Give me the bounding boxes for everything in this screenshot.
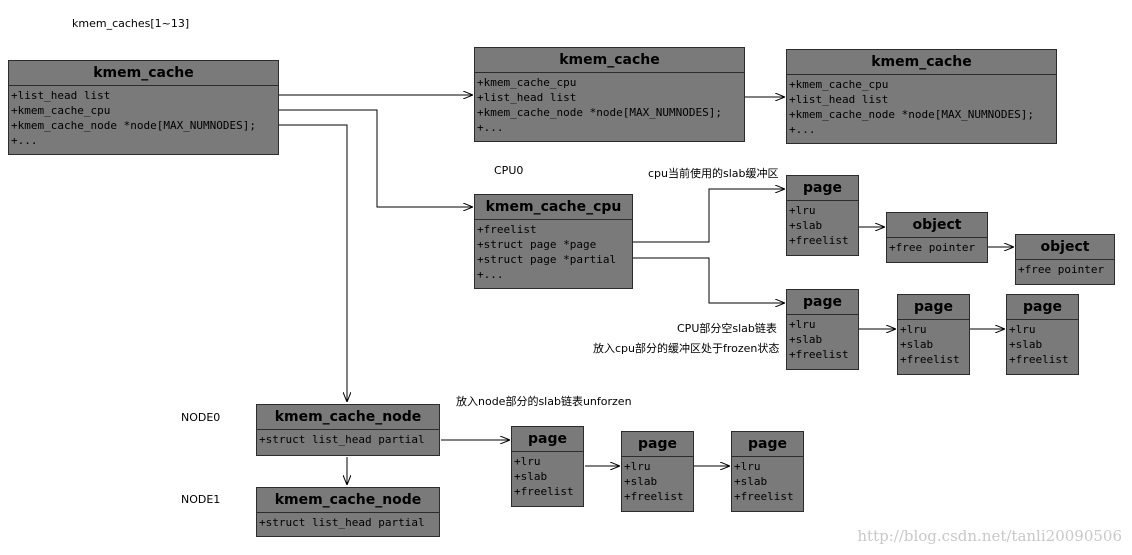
field-lru: +lru	[1009, 323, 1036, 336]
field-kmem-cache-cpu: +kmem_cache_cpu	[11, 104, 111, 117]
page-box-cpu-partial-1: page +lru +slab +freelist	[786, 289, 859, 370]
field-lru: +lru	[900, 323, 927, 336]
cpu0-label: CPU0	[494, 164, 524, 177]
kmem-caches-array-label: kmem_caches[1~13]	[72, 17, 190, 30]
kmem-cache-box-2: kmem_cache +kmem_cache_cpu +list_head li…	[474, 47, 745, 142]
cpu-partial-note: CPU部分空slab链表	[677, 322, 777, 335]
field-kmem-cache-node: +kmem_cache_node *node[MAX_NUMNODES];	[11, 119, 257, 132]
kmem-cache-3-title: kmem_cache	[787, 50, 1056, 75]
field-freelist: +freelist	[624, 490, 684, 503]
field-list-head: +list_head list	[789, 93, 889, 106]
page-box-cpu-current: page +lru +slab +freelist	[786, 175, 859, 256]
page-box-cpu-partial-2: page +lru +slab +freelist	[897, 294, 970, 375]
page-box-node-partial-1: page +lru +slab +freelist	[511, 426, 584, 507]
kmem-cache-cpu-box: kmem_cache_cpu +freelist +struct page *p…	[474, 194, 633, 289]
arrow-cache-to-node0	[278, 124, 347, 402]
field-slab: +slab	[514, 470, 548, 483]
kmem-cache-node-title: kmem_cache_node	[257, 488, 439, 513]
arrow-cache-to-cpu	[278, 109, 473, 207]
page-title: page	[622, 432, 693, 457]
field-slab: +slab	[789, 219, 823, 232]
field-freelist: +freelist	[477, 223, 537, 236]
field-slab: +slab	[1009, 338, 1043, 351]
field-slab: +slab	[900, 338, 934, 351]
field-freelist: +freelist	[789, 348, 849, 361]
field-ellipsis: +...	[477, 121, 504, 134]
page-title: page	[787, 176, 858, 201]
kmem-cache-node-title: kmem_cache_node	[257, 405, 439, 430]
field-kmem-cache-node: +kmem_cache_node *node[MAX_NUMNODES];	[789, 108, 1035, 121]
arrow-cpu-to-page-partial	[633, 257, 785, 303]
kmem-cache-node-box-1: kmem_cache_node +struct list_head partia…	[256, 487, 440, 537]
field-free-pointer: +free pointer	[889, 241, 976, 254]
field-free-pointer: +free pointer	[1018, 263, 1105, 276]
object-title: object	[887, 213, 987, 238]
field-lru: +lru	[514, 455, 541, 468]
field-freelist: +freelist	[900, 353, 960, 366]
object-box-2: object +free pointer	[1015, 234, 1115, 285]
page-title: page	[1007, 295, 1078, 320]
field-lru: +lru	[734, 460, 761, 473]
field-ellipsis: +...	[11, 134, 38, 147]
kmem-cache-node-box-0: kmem_cache_node +struct list_head partia…	[256, 404, 440, 456]
field-list-head: +list_head list	[11, 89, 111, 102]
page-title: page	[732, 432, 803, 457]
field-ellipsis: +...	[477, 268, 504, 281]
kmem-cache-cpu-title: kmem_cache_cpu	[475, 195, 632, 220]
page-title: page	[512, 427, 583, 452]
field-freelist: +freelist	[789, 234, 849, 247]
field-kmem-cache-cpu: +kmem_cache_cpu	[477, 76, 577, 89]
field-partial: +struct list_head partial	[259, 516, 425, 529]
page-box-node-partial-3: page +lru +slab +freelist	[731, 431, 804, 512]
kmem-cache-box-3: kmem_cache +kmem_cache_cpu +list_head li…	[786, 49, 1057, 144]
cpu-partial-frozen-note: 放入cpu部分的缓冲区处于frozen状态	[593, 342, 780, 355]
field-kmem-cache-cpu: +kmem_cache_cpu	[789, 78, 889, 91]
field-kmem-cache-node: +kmem_cache_node *node[MAX_NUMNODES];	[477, 106, 723, 119]
page-box-cpu-partial-3: page +lru +slab +freelist	[1006, 294, 1079, 375]
object-box-1: object +free pointer	[886, 212, 988, 263]
cpu-slab-note: cpu当前使用的slab缓冲区	[648, 167, 779, 180]
field-lru: +lru	[789, 204, 816, 217]
field-lru: +lru	[789, 318, 816, 331]
node1-label: NODE1	[181, 493, 221, 506]
field-freelist: +freelist	[514, 485, 574, 498]
field-partial: +struct list_head partial	[259, 433, 425, 446]
object-title: object	[1016, 235, 1114, 260]
arrow-cpu-to-page-current	[633, 189, 785, 243]
node0-label: NODE0	[181, 411, 221, 424]
field-lru: +lru	[624, 460, 651, 473]
kmem-cache-box: kmem_cache +list_head list +kmem_cache_c…	[8, 60, 279, 155]
field-partial: +struct page *partial	[477, 253, 617, 266]
field-ellipsis: +...	[789, 123, 816, 136]
page-box-node-partial-2: page +lru +slab +freelist	[621, 431, 694, 512]
field-page: +struct page *page	[477, 238, 597, 251]
field-list-head: +list_head list	[477, 91, 577, 104]
field-slab: +slab	[734, 475, 768, 488]
page-title: page	[787, 290, 858, 315]
watermark: http://blog.csdn.net/tanli20090506	[857, 527, 1122, 545]
field-freelist: +freelist	[1009, 353, 1069, 366]
kmem-cache-title: kmem_cache	[9, 61, 278, 86]
node-partial-note: 放入node部分的slab链表unforzen	[456, 395, 632, 408]
kmem-cache-2-title: kmem_cache	[475, 48, 744, 73]
field-slab: +slab	[789, 333, 823, 346]
page-title: page	[898, 295, 969, 320]
field-slab: +slab	[624, 475, 658, 488]
field-freelist: +freelist	[734, 490, 794, 503]
